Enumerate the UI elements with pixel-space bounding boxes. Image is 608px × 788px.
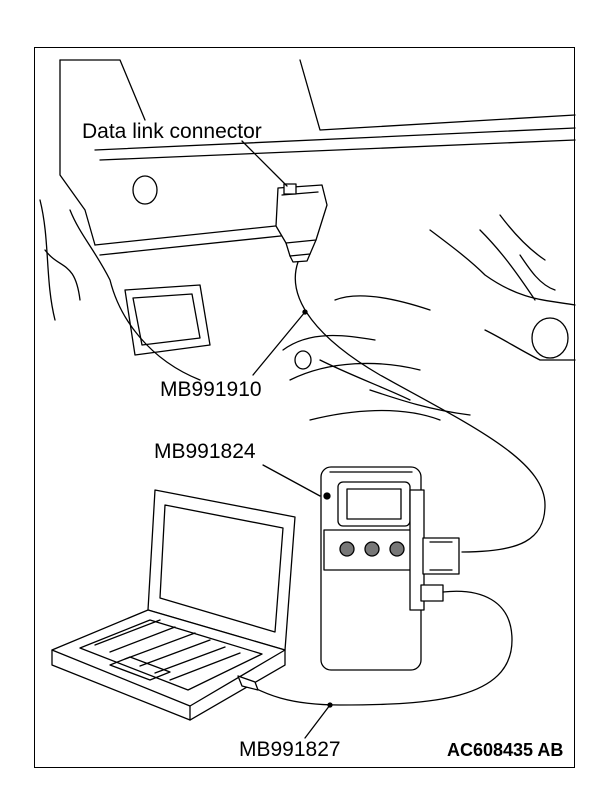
label-data-link-connector: Data link connector: [82, 120, 262, 143]
leader-mb991824: [262, 464, 321, 497]
scan-tool-mb991824: [320, 466, 460, 671]
dashboard-sketch: [39, 59, 576, 421]
leader-data-link-connector: [241, 140, 288, 187]
data-link-connector-plug: [275, 183, 328, 263]
cable-mb991910: [294, 261, 546, 553]
leader-mb991827: [304, 704, 331, 739]
figure-code: AC608435 AB: [447, 740, 563, 760]
label-mb991910: MB991910: [160, 378, 262, 401]
label-mb991827: MB991827: [239, 738, 341, 761]
leader-mb991910: [252, 311, 306, 376]
cable-mb991827: [239, 590, 513, 706]
figure-frame: [34, 47, 575, 768]
label-mb991824: MB991824: [154, 440, 256, 463]
laptop-pc: [51, 489, 296, 721]
